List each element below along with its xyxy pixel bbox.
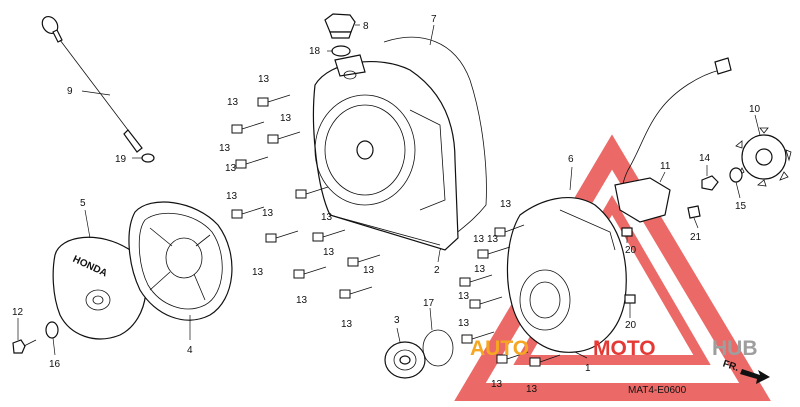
bolt <box>312 229 346 242</box>
diagram-code: MAT4-E0600 <box>628 385 687 396</box>
dowel-20a <box>621 227 633 237</box>
oil-seal-3 <box>384 341 426 379</box>
callout-label: 13 <box>296 295 308 306</box>
callout-label: 13 <box>363 265 375 276</box>
callout-label: 1 <box>585 363 591 374</box>
bolt <box>494 224 525 237</box>
callout-label: 13 <box>487 234 499 245</box>
callout-label: 9 <box>67 86 73 97</box>
right-crankcase-cover <box>312 54 459 251</box>
bolt <box>529 354 561 367</box>
oil-filler-cap <box>324 13 356 39</box>
callout-label: 16 <box>49 359 61 370</box>
callout-label: 21 <box>690 232 702 243</box>
bolt-14 <box>701 175 719 191</box>
pulser-cover-frame <box>128 201 233 321</box>
bolt <box>231 121 265 134</box>
watermark-text: AUTO MOTO HUB <box>470 337 758 360</box>
bolt-21 <box>687 205 701 219</box>
callout-label: 14 <box>699 153 711 164</box>
callout-label: 13 <box>458 291 470 302</box>
callout-label: 11 <box>660 161 671 172</box>
gasket-7 <box>383 36 487 251</box>
alternator-cover <box>506 197 627 353</box>
callout-label: 13 <box>321 212 333 223</box>
callout-label: 13 <box>252 267 264 278</box>
callout-label: 20 <box>625 245 637 256</box>
washer-15 <box>729 167 743 183</box>
callout-label: 4 <box>187 345 193 356</box>
watermark-auto: AUTO <box>470 337 529 360</box>
bolt <box>267 131 301 144</box>
callout-label: 13 <box>226 191 238 202</box>
callout-label: 17 <box>423 298 435 309</box>
callout-label: 13 <box>258 74 270 85</box>
bolts-13 <box>231 94 561 367</box>
bolt <box>459 274 493 287</box>
bolt <box>265 230 299 243</box>
bolt <box>469 296 503 309</box>
o-ring-cap <box>331 45 351 57</box>
bolt <box>347 254 381 267</box>
dowel-20b <box>624 294 636 304</box>
callout-label: 13 <box>227 97 239 108</box>
bolt <box>231 206 265 219</box>
watermark-hub: HUB <box>712 337 758 360</box>
bolt <box>496 351 529 364</box>
washer-16 <box>45 321 59 339</box>
callout-label: 6 <box>568 154 574 165</box>
callout-label: 7 <box>431 14 437 25</box>
callout-labels: 1 2 3 4 5 6 7 8 9 10 11 12 13 14 15 16 1… <box>12 14 761 395</box>
callout-label: 13 <box>500 199 512 210</box>
callout-label: 13 <box>526 384 538 395</box>
callout-label: 20 <box>625 320 637 331</box>
callout-label: 3 <box>394 315 400 326</box>
honda-cover: HONDA <box>52 236 147 340</box>
callout-label: 13 <box>341 319 353 330</box>
leader-lines <box>17 24 761 359</box>
callout-label: 19 <box>115 154 127 165</box>
direction-label: FR. <box>721 359 740 375</box>
front-direction-indicator: FR. <box>721 359 770 384</box>
callout-label: 13 <box>262 208 274 219</box>
bolt <box>235 156 269 169</box>
callout-label: 10 <box>749 104 761 115</box>
watermark-moto: MOTO <box>593 337 656 360</box>
callout-label: 8 <box>363 21 369 32</box>
bolt <box>461 331 495 344</box>
arrow-icon <box>740 369 770 384</box>
bolt <box>339 286 373 299</box>
callout-label: 13 <box>219 143 231 154</box>
callout-label: 13 <box>280 113 292 124</box>
bolt <box>295 186 329 199</box>
o-ring-17 <box>422 329 454 367</box>
bolt <box>293 266 327 279</box>
callout-label: 13 <box>458 318 470 329</box>
bolt <box>477 246 511 259</box>
sprocket-10 <box>735 127 792 187</box>
callout-label: 5 <box>80 198 86 209</box>
callout-label: 13 <box>473 234 485 245</box>
dipstick <box>41 16 143 153</box>
sensor-11 <box>614 177 671 223</box>
callout-label: 13 <box>323 247 335 258</box>
o-ring-small <box>141 153 155 163</box>
callout-label: 13 <box>491 379 503 390</box>
callout-label: 15 <box>735 201 747 212</box>
bolt <box>257 94 291 107</box>
bolt-12 <box>12 339 37 354</box>
callout-label: 2 <box>434 265 440 276</box>
callout-label: 12 <box>12 307 24 318</box>
callout-label: 13 <box>225 163 237 174</box>
callout-label: 18 <box>309 46 321 57</box>
callout-label: 13 <box>474 264 486 275</box>
